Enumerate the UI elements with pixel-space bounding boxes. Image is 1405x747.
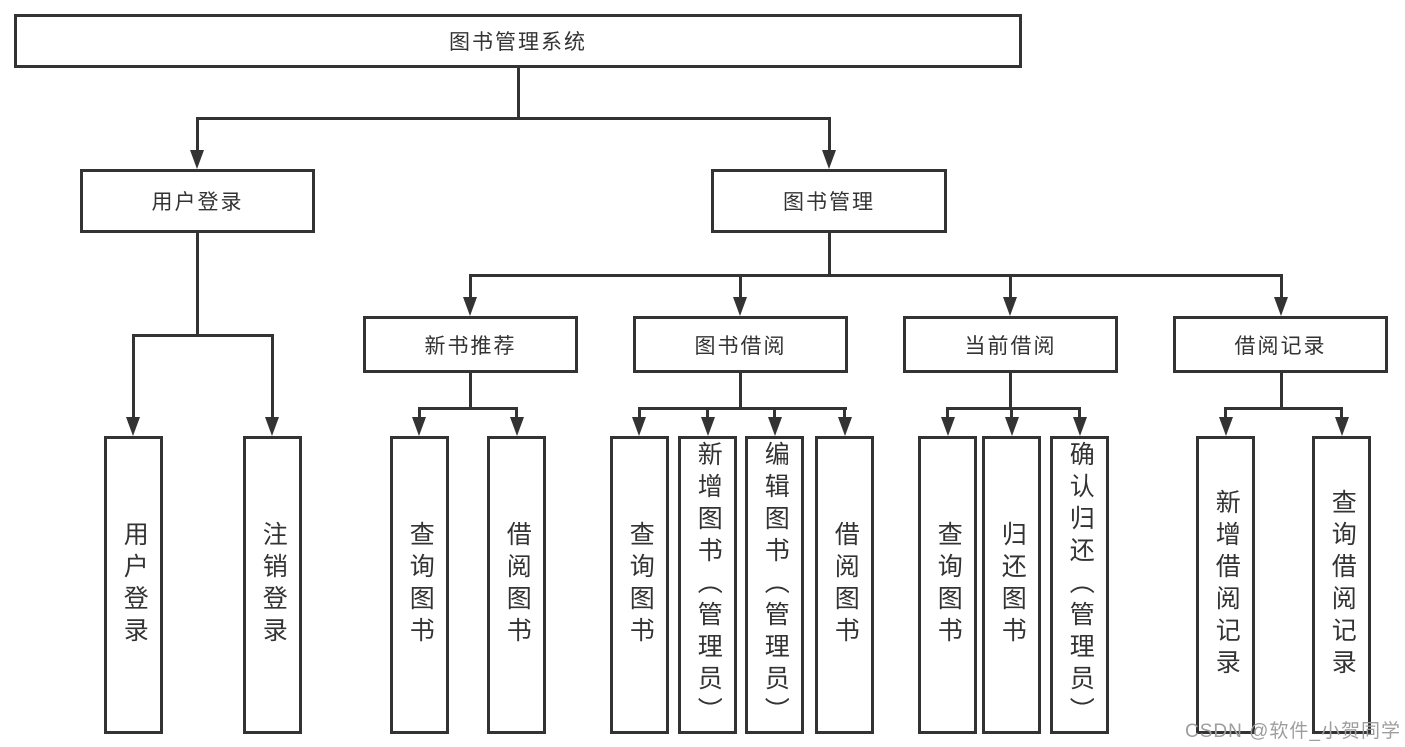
node-user-login: 用户登录 (80, 169, 315, 233)
watermark-text: CSDN @软件_小贺同学 (1185, 721, 1401, 742)
arrowhead-icon (1334, 417, 1349, 436)
arrowhead-icon (837, 417, 852, 436)
node-label: 新增图书（管理员） (694, 441, 723, 729)
arrowhead-icon (1004, 417, 1019, 436)
node-book-management: 图书管理 (711, 169, 947, 233)
connector-line (827, 116, 831, 153)
connector-line (468, 371, 472, 410)
leaf-query-books-current: 查询图书 (918, 436, 977, 734)
node-new-book-recommend: 新书推荐 (363, 316, 578, 373)
connector-line (946, 406, 1081, 410)
connector-line (1279, 371, 1283, 410)
leaf-logout: 注销登录 (243, 436, 302, 734)
connector-line (195, 116, 199, 153)
node-label: 新增借阅记录 (1212, 489, 1241, 681)
node-label: 查询图书 (626, 521, 655, 649)
arrowhead-icon (509, 417, 524, 436)
connector-line (131, 333, 274, 337)
node-label: 当前借阅 (964, 334, 1057, 358)
node-root: 图书管理系统 (14, 14, 1022, 68)
arrowhead-icon (700, 417, 715, 436)
connector-line (1279, 273, 1283, 299)
connector-line (843, 406, 846, 419)
arrowhead-icon (733, 297, 747, 316)
connector-line (706, 406, 709, 419)
connector-line (468, 273, 1283, 277)
connector-line (1008, 371, 1012, 410)
connector-line (1010, 406, 1013, 419)
connector-line (1224, 406, 1343, 410)
connector-line (1224, 406, 1227, 419)
node-label: 用户登录 (151, 191, 244, 214)
leaf-return-book: 归还图书 (982, 436, 1041, 734)
connector-line (946, 406, 949, 419)
leaf-query-borrow-record: 查询借阅记录 (1312, 436, 1371, 734)
connector-line (637, 406, 641, 419)
arrowhead-icon (632, 417, 646, 436)
node-label: 新书推荐 (424, 334, 517, 358)
arrowhead-icon (767, 417, 782, 436)
connector-line (1008, 273, 1012, 299)
leaf-borrow-books: 借阅图书 (815, 436, 874, 734)
node-label: 编辑图书（管理员） (761, 441, 790, 729)
connector-line (417, 406, 421, 419)
connector-line (417, 406, 518, 410)
arrowhead-icon (1218, 417, 1233, 436)
leaf-confirm-return-admin: 确认归还（管理员） (1050, 436, 1109, 734)
node-borrow-records: 借阅记录 (1173, 316, 1388, 373)
arrowhead-icon (1072, 417, 1087, 436)
leaf-user-login: 用户登录 (104, 436, 163, 734)
arrowhead-icon (822, 150, 836, 169)
connector-line (131, 333, 135, 419)
connector-line (1078, 406, 1081, 419)
node-label: 借阅图书 (503, 521, 532, 649)
connector-line (1340, 406, 1343, 419)
leaf-query-books-borrow: 查询图书 (610, 436, 669, 734)
node-label: 确认归还（管理员） (1066, 441, 1095, 729)
connector-line (773, 406, 776, 419)
connector-line (270, 333, 274, 419)
arrowhead-icon (265, 417, 279, 436)
node-label: 注销登录 (259, 521, 288, 649)
arrowhead-icon (940, 417, 955, 436)
node-label: 借阅图书 (831, 521, 860, 649)
leaf-query-books-recommend: 查询图书 (390, 436, 449, 734)
node-label: 归还图书 (998, 521, 1027, 649)
connector-line (516, 66, 520, 120)
arrowhead-icon (1003, 297, 1017, 316)
arrowhead-icon (463, 297, 477, 316)
node-label: 图书管理 (783, 191, 875, 214)
connector-line (468, 273, 472, 299)
node-current-borrow: 当前借阅 (903, 316, 1118, 373)
connector-line (195, 231, 199, 337)
leaf-borrow-books-recommend: 借阅图书 (487, 436, 546, 734)
arrowhead-icon (126, 417, 140, 436)
connector-line (195, 116, 831, 120)
node-label: 用户登录 (120, 521, 149, 649)
node-label: 借阅记录 (1234, 334, 1327, 358)
leaf-add-borrow-record: 新增借阅记录 (1196, 436, 1255, 734)
node-root-label: 图书管理系统 (449, 31, 587, 54)
connector-line (738, 371, 742, 410)
connector-line (827, 231, 831, 277)
arrowhead-icon (190, 150, 204, 169)
node-label: 图书借阅 (694, 334, 787, 358)
connector-line (738, 273, 742, 299)
connector-line (515, 406, 518, 419)
node-label: 查询图书 (406, 521, 435, 649)
leaf-edit-book-admin: 编辑图书（管理员） (745, 436, 804, 734)
node-label: 查询借阅记录 (1328, 489, 1357, 681)
leaf-add-book-admin: 新增图书（管理员） (678, 436, 737, 734)
connector-line (637, 406, 847, 410)
node-book-borrow: 图书借阅 (633, 316, 848, 373)
node-label: 查询图书 (934, 521, 963, 649)
arrowhead-icon (412, 417, 426, 436)
arrowhead-icon (1274, 297, 1288, 316)
